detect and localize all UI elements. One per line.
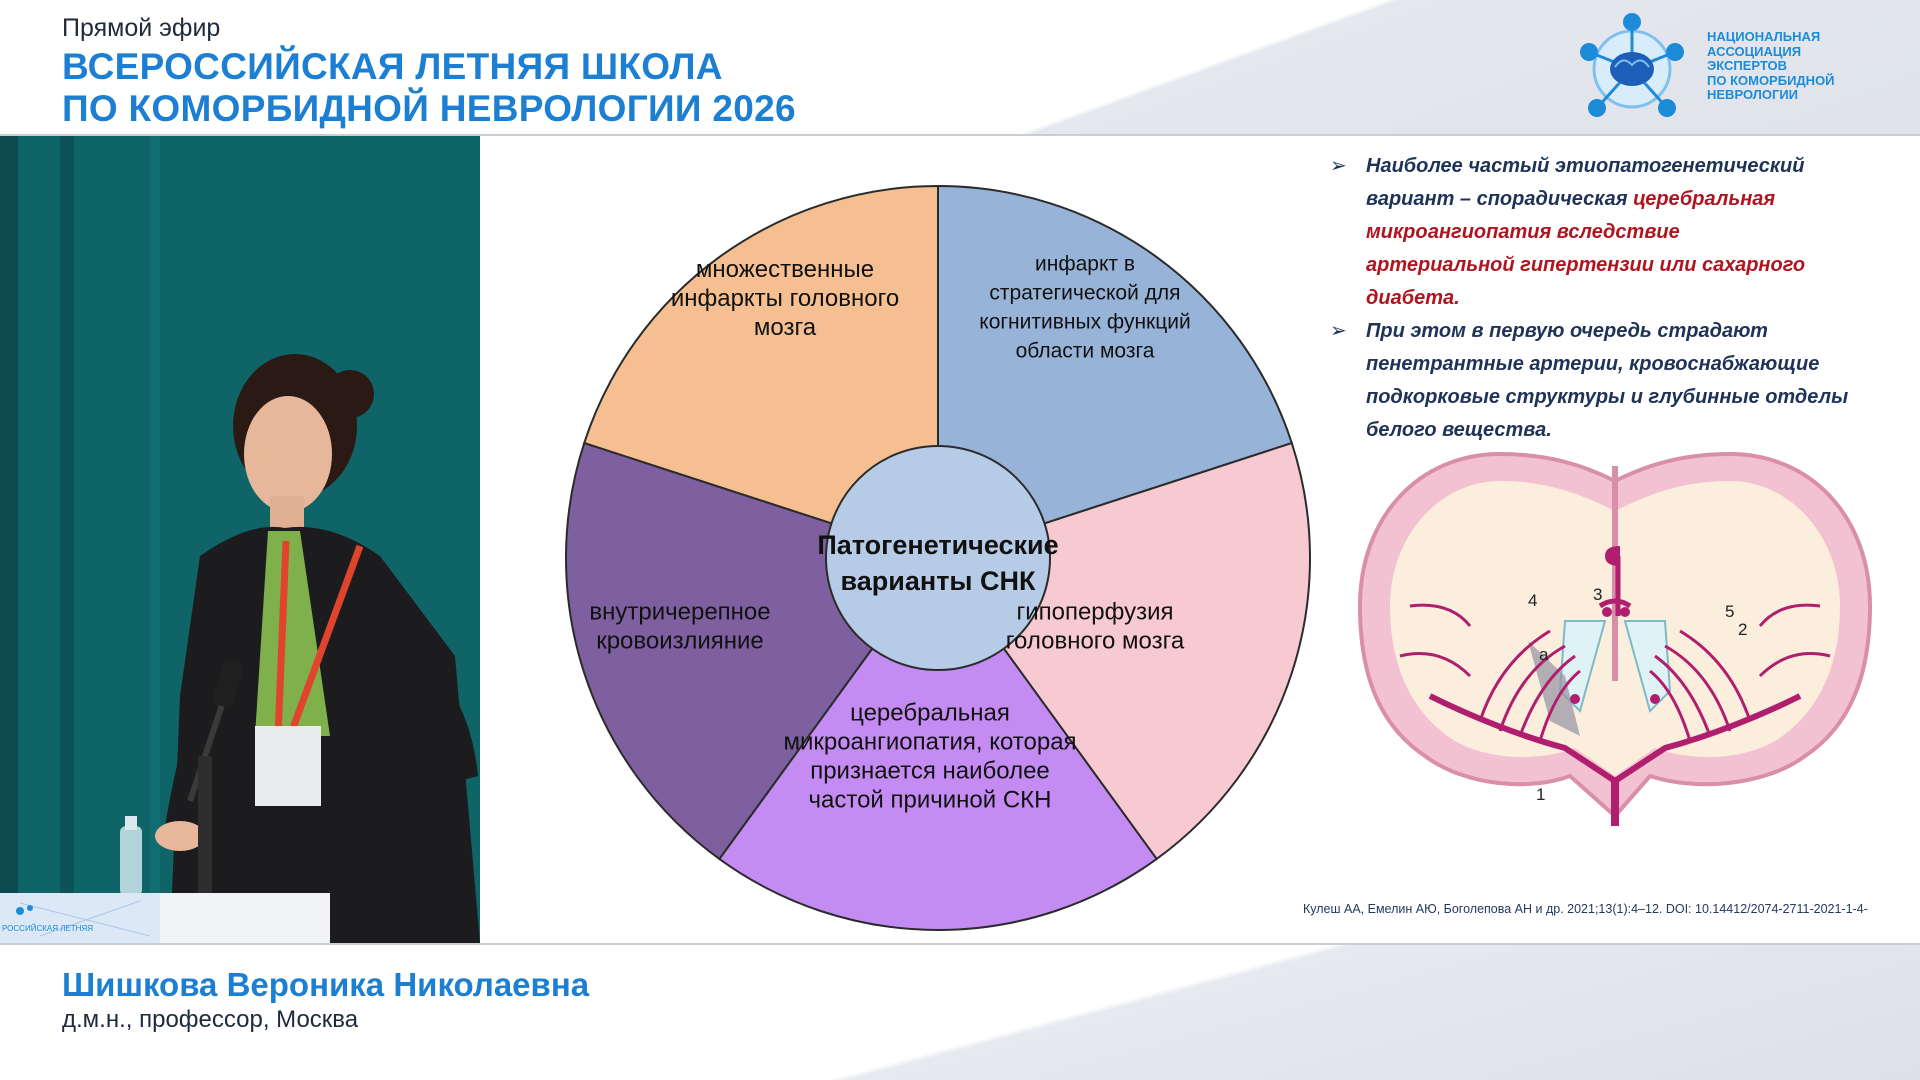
event-title: ВСЕРОССИЙСКАЯ ЛЕТНЯЯ ШКОЛА ПО КОМОРБИДНО… xyxy=(62,46,796,130)
header-divider xyxy=(0,134,1920,136)
variant-label-1-line3: мозга xyxy=(754,314,817,341)
variant-label-4-line2: микроангиопатия, которая xyxy=(783,729,1076,756)
lower-third-background xyxy=(0,943,1920,1080)
bullet-1-line2-text: вариант – спорадическая xyxy=(1366,188,1634,210)
brain-label-1: 1 xyxy=(1536,785,1545,804)
event-title-line1: ВСЕРОССИЙСКАЯ ЛЕТНЯЯ ШКОЛА xyxy=(62,46,723,87)
speaker-video-image: РОССИЙСКАЯ ЛЕТНЯЯ xyxy=(0,136,480,943)
brain-label-5: 5 xyxy=(1725,602,1734,621)
slide-bullet-list: ➢ Наиболее частый этиопатогенетический в… xyxy=(1330,150,1910,447)
live-label: Прямой эфир xyxy=(62,14,221,42)
association-name-line1: НАЦИОНАЛЬНАЯ xyxy=(1707,29,1821,44)
lower-third-divider xyxy=(0,943,1920,945)
bullet-2-line4: белого вещества. xyxy=(1366,419,1552,441)
bullet-2-line1: При этом в первую очередь страдают xyxy=(1366,320,1768,342)
variant-label-4-line3: признается наиболее xyxy=(810,758,1050,785)
speaker-video-feed: РОССИЙСКАЯ ЛЕТНЯЯ xyxy=(0,136,480,943)
variant-segment-4 xyxy=(717,556,1159,931)
variant-label-1-line1: множественные xyxy=(696,256,874,283)
variant-label-3-line2: головного мозга xyxy=(1006,628,1185,655)
variant-label-4-line1: церебральная xyxy=(850,700,1010,727)
speaker-lower-third: Шишкова Вероника Николаевна д.м.н., проф… xyxy=(0,943,1920,1080)
brain-label-3: 3 xyxy=(1593,585,1602,604)
speaker-role: д.м.н., профессор, Москва xyxy=(62,1006,359,1033)
variant-segment-1 xyxy=(582,184,939,560)
variant-segment-2 xyxy=(937,184,1294,560)
arrow-bullet-icon: ➢ xyxy=(1330,320,1347,342)
variant-label-5-line1: внутричерепное xyxy=(589,599,770,626)
brain-coronal-section-illustration: 4 3 5 2 а 1 xyxy=(1357,451,1873,826)
bullet-1-highlight3: артериальной гипертензии или сахарного xyxy=(1366,254,1806,276)
variant-label-2-line1: инфаркт в xyxy=(1035,253,1135,276)
bullet-1-highlight1: церебральная xyxy=(1633,188,1776,210)
brain-label-2: 2 xyxy=(1738,620,1747,639)
association-name: НАЦИОНАЛЬНАЯ АССОЦИАЦИЯ ЭКСПЕРТОВ ПО КОМ… xyxy=(1707,29,1835,103)
slide-citation: Кулеш АА, Емелин АЮ, Боголепова АН и др.… xyxy=(1303,902,1868,916)
brain-label-a: а xyxy=(1539,645,1549,664)
bullet-1-highlight4: диабета. xyxy=(1366,287,1460,309)
bullet-2-line2: пенетрантные артерии, кровоснабжающие xyxy=(1366,353,1820,375)
association-logo-icon xyxy=(1580,13,1684,117)
variant-label-2-line3: когнитивных функций xyxy=(979,311,1190,334)
variant-label-2-line2: стратегической для xyxy=(989,282,1180,305)
variant-label-4-line4: частой причиной СКН xyxy=(809,787,1052,814)
podium-text-line1: РОССИЙСКАЯ ЛЕТНЯЯ xyxy=(2,924,93,933)
diagram-center-label-line1: Патогенетические xyxy=(817,530,1058,560)
bullet-2-line3: подкорковые структуры и глубинные отделы xyxy=(1366,386,1849,408)
speaker-name: Шишкова Вероника Николаевна xyxy=(62,966,590,1003)
brain-label-4: 4 xyxy=(1528,591,1537,610)
bullet-1-highlight2: микроангиопатия вследствие xyxy=(1366,221,1680,243)
bullet-item-2: ➢ При этом в первую очередь страдают пен… xyxy=(1330,315,1910,447)
association-name-line4: ПО КОМОРБИДНОЙ xyxy=(1707,72,1835,88)
variant-label-1-line2: инфаркты головного xyxy=(671,285,899,312)
bullet-1-line2: вариант – спорадическая церебральная xyxy=(1366,183,1910,216)
arrow-bullet-icon: ➢ xyxy=(1330,155,1347,177)
broadcast-header: Прямой эфир ВСЕРОССИЙСКАЯ ЛЕТНЯЯ ШКОЛА П… xyxy=(0,0,1920,134)
variant-label-5-line2: кровоизлияние xyxy=(596,628,764,655)
pathogenetic-variants-diagram: Патогенетические варианты СНК множествен… xyxy=(565,184,1873,931)
association-name-line2: АССОЦИАЦИЯ xyxy=(1707,43,1802,59)
presentation-slide: Патогенетические варианты СНК множествен… xyxy=(480,136,1920,943)
association-name-line5: НЕВРОЛОГИИ xyxy=(1707,87,1799,102)
bullet-1-line1: Наиболее частый этиопатогенетический xyxy=(1366,155,1805,177)
diagram-center-label-line2: варианты СНК xyxy=(841,566,1036,596)
event-title-line2: ПО КОМОРБИДНОЙ НЕВРОЛОГИИ 2026 xyxy=(62,88,796,129)
bullet-item-1: ➢ Наиболее частый этиопатогенетический в… xyxy=(1330,150,1910,315)
header-background-shade xyxy=(900,0,1920,134)
diagram-center-circle xyxy=(825,445,1051,671)
variant-label-3-line1: гипоперфузия xyxy=(1016,599,1173,626)
variant-label-2-line4: области мозга xyxy=(1016,340,1155,363)
association-name-line3: ЭКСПЕРТОВ xyxy=(1707,58,1788,73)
